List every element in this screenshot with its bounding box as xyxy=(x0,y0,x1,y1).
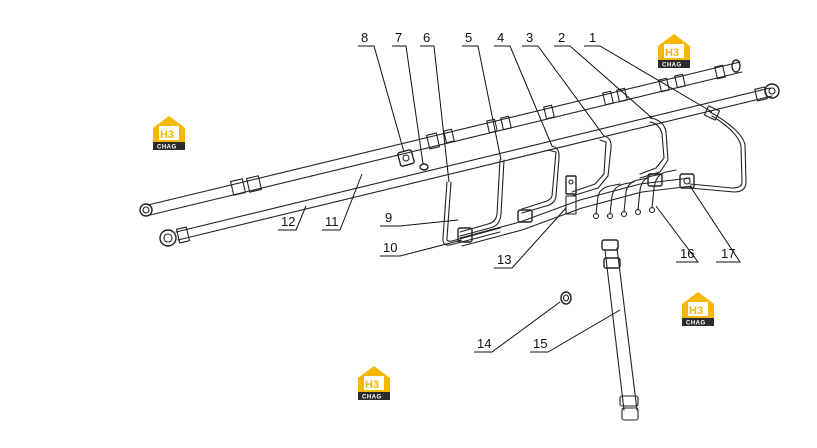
callout-11: 11 xyxy=(325,214,339,229)
callout-16: 16 xyxy=(680,246,694,261)
callout-17: 17 xyxy=(721,246,735,261)
logo-caption: CHAG xyxy=(157,145,177,151)
logo-mark: H3 xyxy=(160,129,174,141)
callout-15: 15 xyxy=(533,336,547,351)
watermark-logo-right: H3 CHAG xyxy=(682,292,714,327)
callout-5: 5 xyxy=(465,30,472,45)
callout-7: 7 xyxy=(395,30,402,45)
logo-caption: CHAG xyxy=(686,321,706,327)
callout-12: 12 xyxy=(281,214,295,229)
callout-4: 4 xyxy=(497,30,504,45)
logo-caption: CHAG xyxy=(662,63,682,69)
callout-9: 9 xyxy=(385,210,392,225)
callout-numbers: 1 2 3 4 5 6 7 8 9 10 11 12 13 14 15 16 1… xyxy=(281,30,735,351)
watermark-logo-bottom: H3 CHAG xyxy=(358,366,390,401)
callout-1: 1 xyxy=(589,30,596,45)
hose-15 xyxy=(601,239,639,421)
watermark-logo-left: H3 CHAG xyxy=(153,116,185,151)
logo-mark: H3 xyxy=(365,379,379,391)
washer-7 xyxy=(419,163,429,171)
callout-6: 6 xyxy=(423,30,430,45)
return-manifold xyxy=(457,173,695,247)
callout-2: 2 xyxy=(558,30,565,45)
o-ring-14 xyxy=(560,291,572,305)
coil-pipes-16 xyxy=(592,169,677,220)
leader-lines xyxy=(278,45,741,353)
callout-13: 13 xyxy=(497,252,511,267)
nut-8 xyxy=(397,149,415,167)
callout-10: 10 xyxy=(383,240,397,255)
watermark-logo-topright: H3 CHAG xyxy=(658,34,690,69)
logo-caption: CHAG xyxy=(362,395,382,401)
injector-pipes xyxy=(442,105,747,246)
callout-3: 3 xyxy=(526,30,533,45)
callout-14: 14 xyxy=(477,336,491,351)
logo-mark: H3 xyxy=(665,47,679,59)
callout-8: 8 xyxy=(361,30,368,45)
logo-mark: H3 xyxy=(689,305,703,317)
pipe-12 xyxy=(159,83,780,247)
pipe-11 xyxy=(139,59,743,217)
